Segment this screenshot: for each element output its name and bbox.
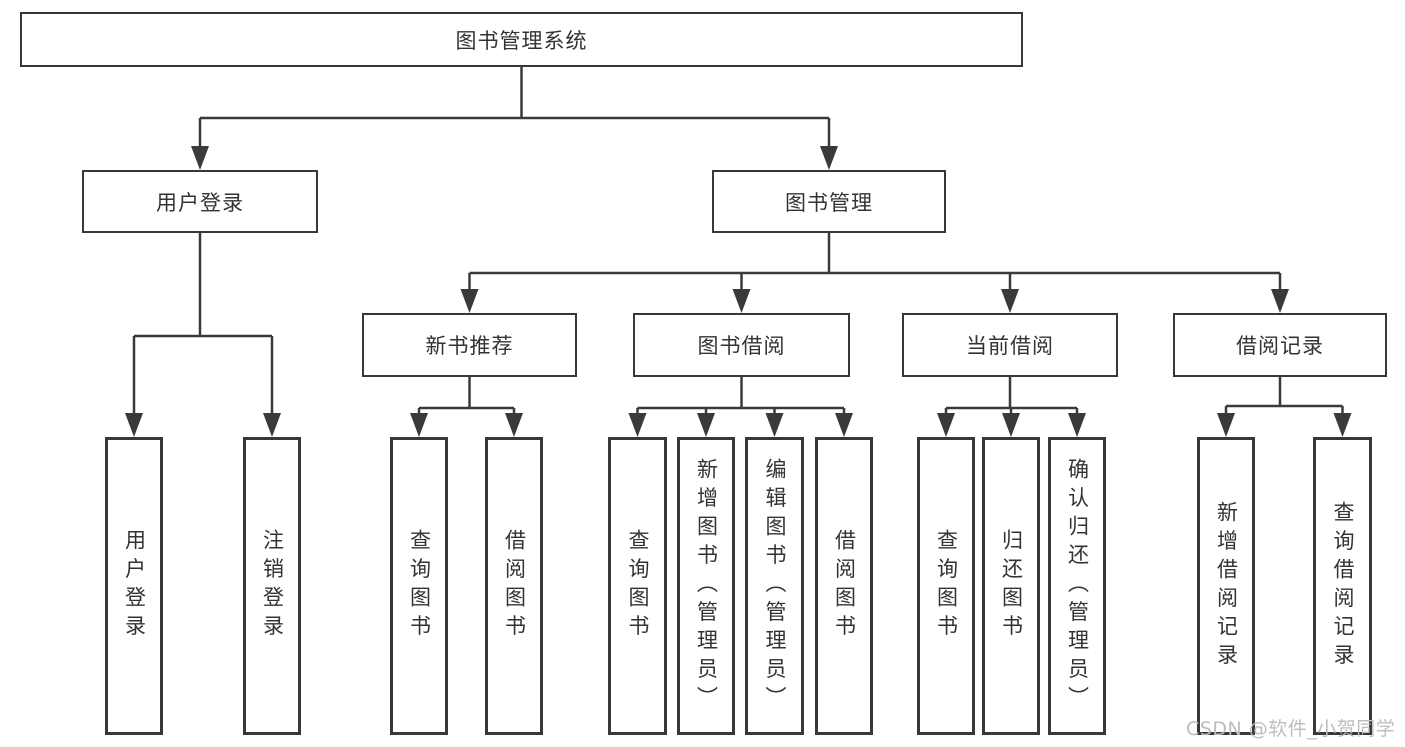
node-label: 查询图书 bbox=[934, 529, 959, 643]
connector-user-login-children bbox=[125, 232, 281, 437]
leaf-add-borrow-record: 新增借阅记录 bbox=[1197, 437, 1255, 735]
leaf-add-book-admin: 新增图书（管理员） bbox=[677, 437, 735, 735]
csdn-watermark: CSDN @软件_小贺同学 bbox=[1186, 718, 1396, 740]
node-label: 查询图书 bbox=[407, 529, 432, 643]
node-label: 借阅图书 bbox=[832, 529, 857, 643]
node-label: 新书推荐 bbox=[425, 334, 514, 358]
node-label: 新增借阅记录 bbox=[1214, 500, 1239, 672]
connector-book-management-children bbox=[460, 232, 1289, 313]
node-label: 编辑图书（管理员） bbox=[763, 457, 787, 715]
leaf-confirm-return-admin: 确认归还（管理员） bbox=[1048, 437, 1106, 735]
node-user-login: 用户登录 bbox=[82, 170, 318, 233]
node-library-management-system: 图书管理系统 bbox=[20, 12, 1023, 67]
leaf-return-book: 归还图书 bbox=[982, 437, 1040, 735]
node-label: 借阅图书 bbox=[502, 529, 527, 643]
node-borrow-records: 借阅记录 bbox=[1173, 313, 1387, 377]
connector-book-borrow-children bbox=[628, 377, 853, 437]
node-book-borrow: 图书借阅 bbox=[633, 313, 850, 377]
node-label: 图书管理系统 bbox=[455, 28, 588, 53]
node-new-book-recommend: 新书推荐 bbox=[362, 313, 577, 377]
leaf-user-login: 用户登录 bbox=[105, 437, 163, 735]
node-label: 借阅记录 bbox=[1236, 334, 1324, 358]
leaf-borrow-books: 借阅图书 bbox=[815, 437, 873, 735]
leaf-query-borrow-record: 查询借阅记录 bbox=[1313, 437, 1372, 735]
node-label: 新增图书（管理员） bbox=[694, 457, 719, 715]
node-book-management: 图书管理 bbox=[712, 170, 946, 233]
node-label: 注销登录 bbox=[260, 529, 285, 643]
node-label: 查询图书 bbox=[626, 529, 650, 643]
node-label: 图书管理 bbox=[785, 190, 873, 215]
connector-root-to-level2 bbox=[191, 66, 838, 170]
leaf-borrow-books-recommend: 借阅图书 bbox=[485, 437, 543, 735]
leaf-query-books-borrow: 查询图书 bbox=[608, 437, 667, 735]
leaf-logout: 注销登录 bbox=[243, 437, 301, 735]
node-label: 当前借阅 bbox=[966, 334, 1054, 358]
node-label: 查询借阅记录 bbox=[1331, 500, 1355, 672]
leaf-query-books-current: 查询图书 bbox=[917, 437, 975, 735]
node-current-borrow: 当前借阅 bbox=[902, 313, 1118, 377]
connector-current-borrow-children bbox=[937, 377, 1086, 437]
node-label: 用户登录 bbox=[156, 190, 244, 215]
leaf-query-books-recommend: 查询图书 bbox=[390, 437, 448, 735]
node-label: 归还图书 bbox=[999, 529, 1024, 643]
connector-borrow-records-children bbox=[1217, 377, 1352, 437]
node-label: 图书借阅 bbox=[697, 334, 786, 358]
node-label: 确认归还（管理员） bbox=[1065, 457, 1090, 715]
connector-new-book-children bbox=[410, 377, 523, 437]
node-label: 用户登录 bbox=[122, 529, 147, 643]
leaf-edit-book-admin: 编辑图书（管理员） bbox=[745, 437, 804, 735]
